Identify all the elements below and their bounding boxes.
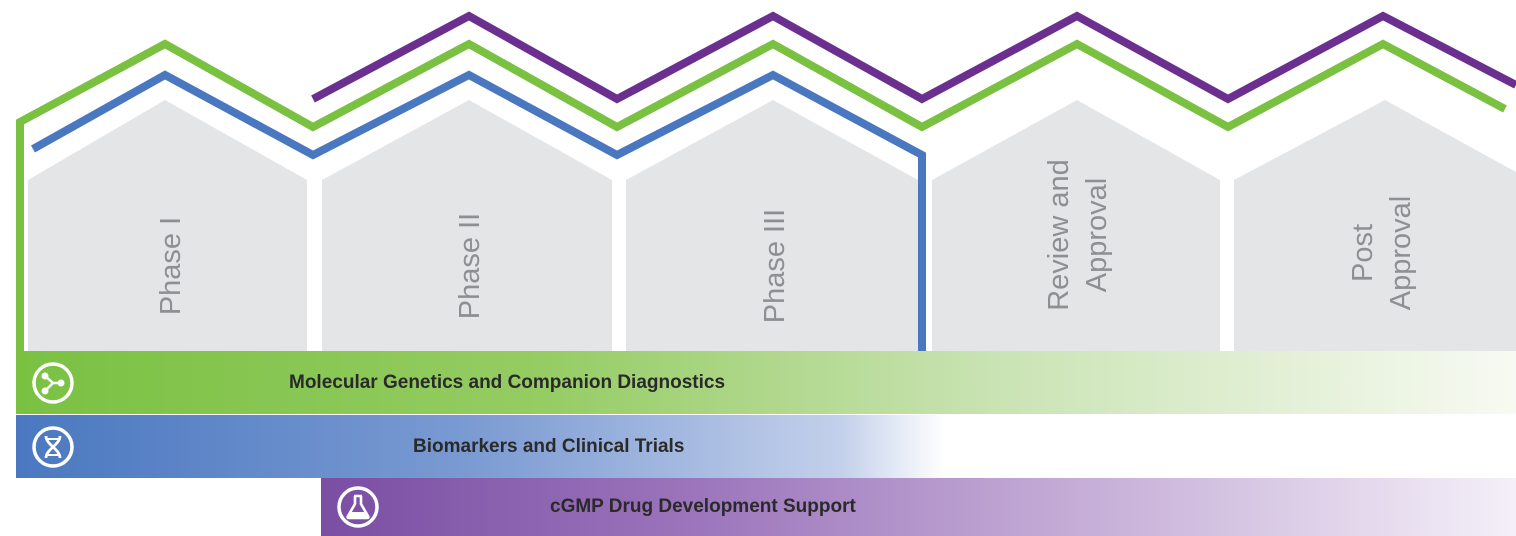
band-label-cgmp: cGMP Drug Development Support xyxy=(550,496,856,517)
band-molecular-genetics: Molecular Genetics and Companion Diagnos… xyxy=(16,351,1516,414)
blue-zigzag-line xyxy=(31,70,926,351)
phase-label-2: Phase II xyxy=(454,213,486,319)
phase-shape-3 xyxy=(626,100,918,351)
phase-label-4-line1: Review and xyxy=(1043,159,1075,311)
band-label-molecular-genetics: Molecular Genetics and Companion Diagnos… xyxy=(289,371,726,393)
network-icon xyxy=(32,362,74,404)
phase-label-1: Phase I xyxy=(155,217,187,315)
phase-shape-4 xyxy=(932,100,1220,351)
phase-shape-1 xyxy=(28,100,307,351)
purple-zigzag-line xyxy=(311,11,1516,104)
band-label-biomarkers: Biomarkers and Clinical Trials xyxy=(413,435,685,457)
phase-label-3: Phase III xyxy=(759,209,791,323)
dna-icon xyxy=(32,426,74,468)
band-biomarkers: Biomarkers and Clinical Trials xyxy=(16,415,1516,478)
phase-label-4-line2: Approval xyxy=(1081,178,1113,292)
phase-label-5-line1: Post xyxy=(1347,224,1379,282)
band-cgmp: cGMP Drug Development Support xyxy=(321,478,1516,536)
phase-shape-5 xyxy=(1234,100,1516,351)
green-zigzag-line xyxy=(16,39,1507,351)
phase-shape-2 xyxy=(322,100,612,351)
phase-label-5-line2: Approval xyxy=(1385,196,1417,310)
flask-icon xyxy=(337,486,379,528)
